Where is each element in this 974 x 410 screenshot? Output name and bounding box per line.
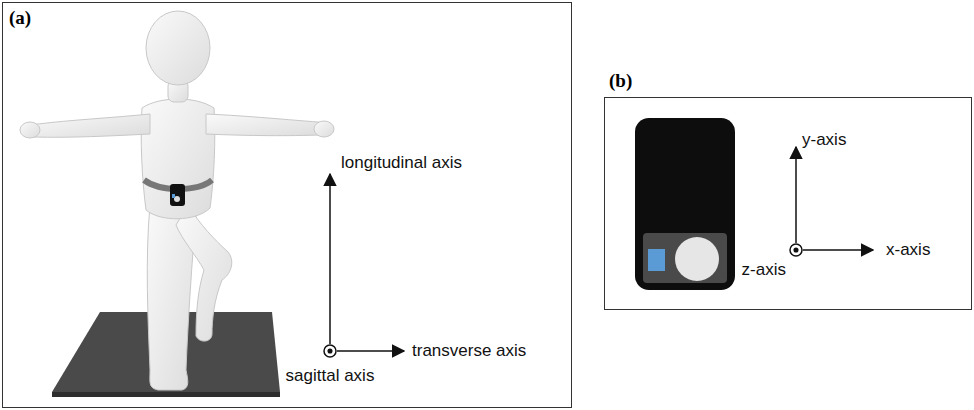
belt-sensor bbox=[144, 180, 212, 206]
axis-label: x-axis bbox=[884, 240, 932, 260]
panel-frame: (b) bbox=[604, 97, 972, 310]
body-axes bbox=[324, 174, 404, 357]
mannequin bbox=[20, 11, 334, 390]
panel-label: (b) bbox=[609, 70, 632, 92]
axis-label: y-axis bbox=[800, 130, 848, 150]
device-axes bbox=[790, 147, 873, 256]
panel-label: (a) bbox=[9, 7, 31, 29]
axis-label: sagittal axis bbox=[284, 366, 377, 386]
axis-label: longitudinal axis bbox=[339, 153, 464, 173]
axis-label: z-axis bbox=[740, 260, 788, 280]
sensor-device bbox=[635, 118, 735, 290]
axis-label: transverse axis bbox=[410, 341, 528, 361]
